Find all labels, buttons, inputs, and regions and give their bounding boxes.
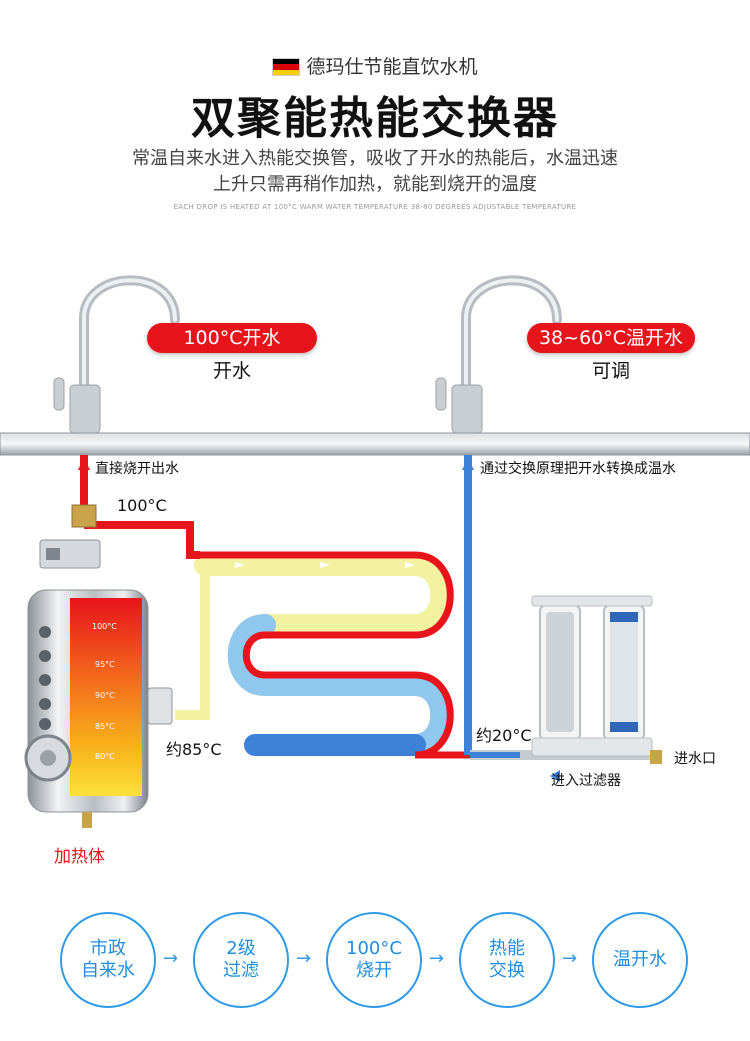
description-line-2: 上升只需再稍作加热，就能到烧开的温度 bbox=[213, 174, 537, 195]
left-faucet-icon bbox=[53, 275, 180, 434]
filter-flow-arrow-icon bbox=[550, 770, 560, 782]
heat-exchange-diagram bbox=[0, 275, 750, 828]
heater-valve-icon bbox=[39, 504, 101, 569]
description-english: EACH DROP IS HEATED AT 100°C WARM WATER … bbox=[173, 203, 577, 211]
right-temp-badge: 38~60°C温开水 bbox=[527, 323, 695, 353]
step-3-line-1: 100°C bbox=[346, 938, 402, 959]
scale-label-95: 95°C bbox=[95, 660, 115, 669]
left-faucet-sub: 开水 bbox=[212, 360, 251, 382]
heat-exchanger-coil bbox=[191, 551, 474, 759]
step-1-line-1: 市政 bbox=[90, 938, 126, 959]
step-4-line-1: 热能 bbox=[489, 938, 525, 959]
step-boiling: 100°C 烧开 bbox=[326, 912, 422, 1008]
step-arrow-icon: → bbox=[429, 948, 445, 969]
heater-tank-icon bbox=[24, 589, 149, 828]
direct-boil-label: 直接烧开出水 bbox=[95, 461, 179, 477]
process-steps: 市政 自来水 → 2级 过滤 → 100°C 烧开 → 热能 交换 → 温开水 bbox=[60, 912, 700, 1012]
inlet-label: 进水口 bbox=[674, 751, 716, 767]
left-temp-badge: 100°C开水 bbox=[147, 323, 317, 353]
scale-label-80: 80°C bbox=[95, 752, 115, 761]
description: 常温自来水进入热能交换管，吸收了开水的热能后，水温迅速 上升只需再稍作加热，就能… bbox=[0, 146, 750, 198]
step-arrow-icon: → bbox=[163, 948, 179, 969]
step-4-line-2: 交换 bbox=[489, 960, 525, 981]
right-faucet-sub: 可调 bbox=[591, 360, 630, 382]
exchange-note-label: 通过交换原理把开水转换成温水 bbox=[480, 461, 676, 477]
step-filtration: 2级 过滤 bbox=[193, 912, 289, 1008]
warm-up-arrow-icon bbox=[462, 458, 474, 470]
step-5-line-1: 温开水 bbox=[613, 949, 667, 970]
step-1-line-2: 自来水 bbox=[81, 960, 135, 981]
step-municipal-water: 市政 自来水 bbox=[60, 912, 156, 1008]
step-2-line-2: 过滤 bbox=[223, 960, 259, 981]
mid-temp-label: 约85°C bbox=[166, 740, 222, 759]
page-title: 双聚能热能交换器 bbox=[191, 93, 559, 144]
cold-temp-label: 约20°C bbox=[476, 726, 532, 745]
scale-label-85: 85°C bbox=[95, 722, 115, 731]
brand-line: 德玛仕节能直饮水机 bbox=[0, 52, 750, 79]
step-heat-exchange: 热能 交换 bbox=[459, 912, 555, 1008]
step-arrow-icon: → bbox=[562, 948, 578, 969]
brand-name: 德玛仕节能直饮水机 bbox=[306, 56, 478, 78]
countertop bbox=[0, 432, 750, 456]
right-faucet-icon bbox=[435, 275, 562, 434]
into-filter-label: 进入过滤器 bbox=[551, 773, 621, 789]
flow-arrows bbox=[235, 562, 415, 568]
scale-label-100: 100°C bbox=[92, 622, 117, 631]
hot-up-arrow-icon bbox=[78, 458, 90, 470]
german-flag-icon bbox=[272, 58, 301, 76]
step-warm-water: 温开水 bbox=[592, 912, 688, 1008]
heater-label: 加热体 bbox=[54, 847, 105, 867]
step-arrow-icon: → bbox=[296, 948, 312, 969]
scale-label-90: 90°C bbox=[95, 691, 115, 700]
step-3-line-2: 烧开 bbox=[356, 960, 392, 981]
hot-temp-label: 100°C bbox=[117, 496, 167, 515]
filter-housing-icon bbox=[531, 595, 662, 764]
step-2-line-1: 2级 bbox=[226, 938, 256, 959]
description-line-1: 常温自来水进入热能交换管，吸收了开水的热能后，水温迅速 bbox=[132, 148, 618, 169]
mixing-valve-icon bbox=[147, 687, 173, 725]
heater-scale: 100°C 95°C 90°C 85°C 80°C bbox=[70, 598, 142, 796]
